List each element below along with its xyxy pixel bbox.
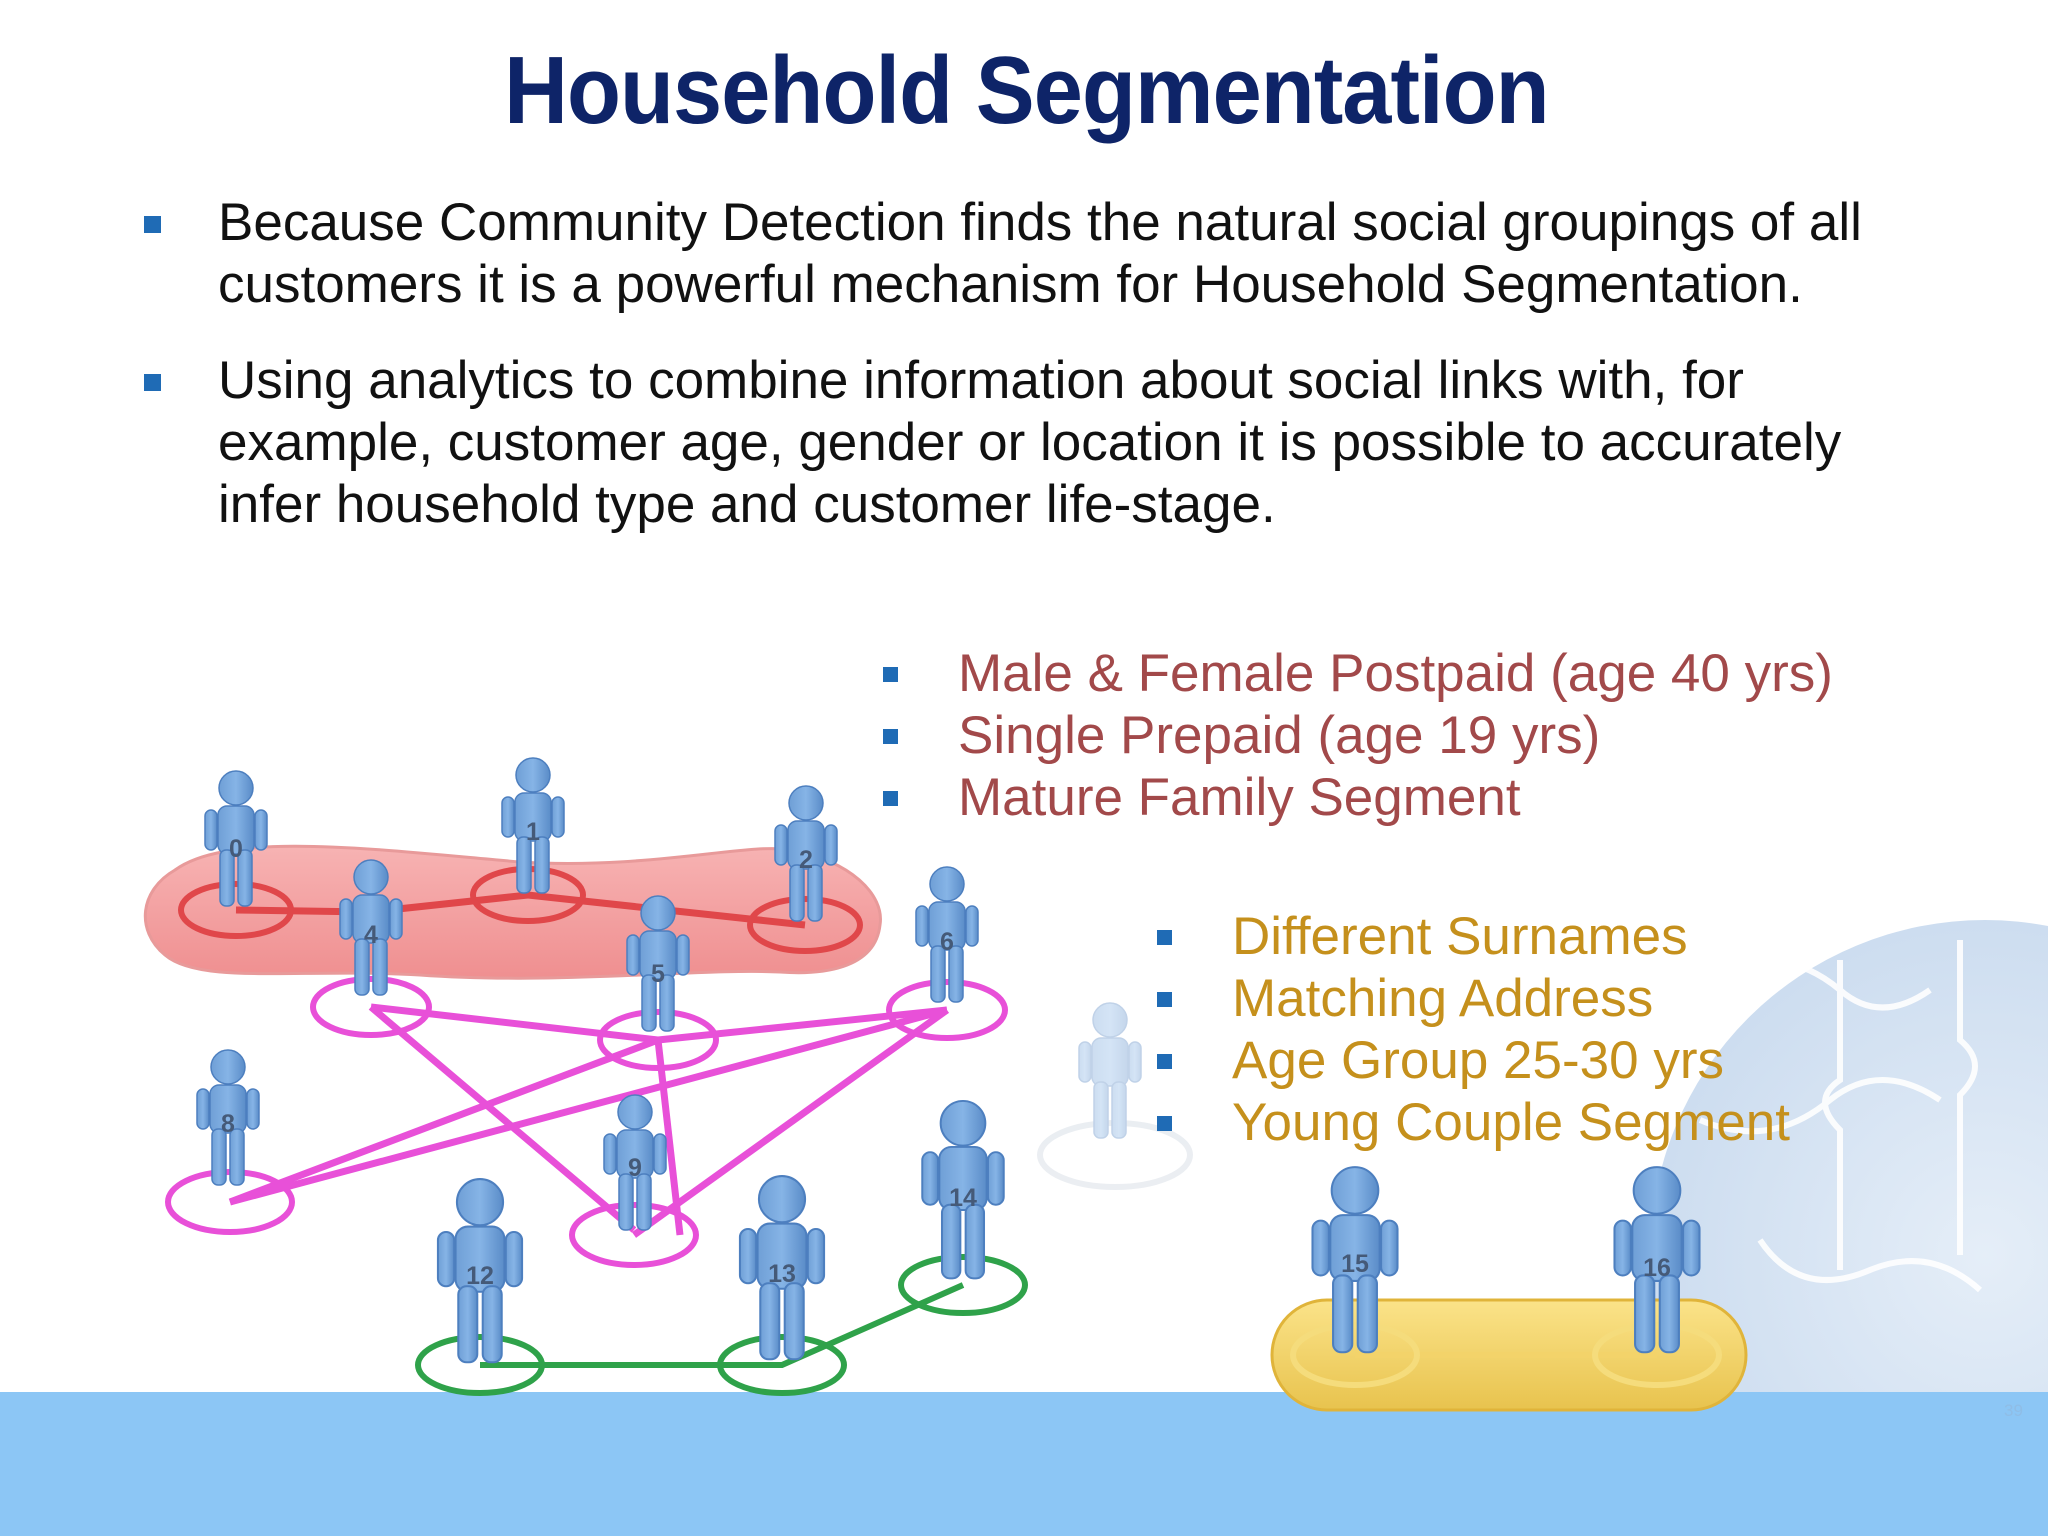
bullet-square-icon bbox=[883, 729, 898, 744]
bullet-square-icon bbox=[1157, 992, 1172, 1007]
person-label: 16 bbox=[1643, 1254, 1671, 1282]
person-label: 9 bbox=[628, 1154, 642, 1182]
segment-text: Male & Female Postpaid (age 40 yrs) bbox=[958, 644, 1833, 703]
red-segment-item: Single Prepaid (age 19 yrs) bbox=[883, 705, 1833, 767]
person-label: 0 bbox=[229, 835, 243, 863]
person-5: 5 bbox=[626, 895, 690, 1032]
bullet-square-icon bbox=[144, 374, 161, 391]
red-segment-list: Male & Female Postpaid (age 40 yrs) Sing… bbox=[883, 643, 1833, 829]
bullet-text: Using analytics to combine information a… bbox=[218, 351, 1842, 534]
person-8: 8 bbox=[196, 1049, 260, 1186]
puzzle-pattern-decoration bbox=[1698, 940, 1983, 1293]
green-node-rings bbox=[415, 1254, 1028, 1396]
segment-text: Different Surnames bbox=[1232, 907, 1688, 966]
person-6: 6 bbox=[915, 866, 979, 1003]
person-4: 4 bbox=[339, 859, 403, 996]
red-segment-item: Male & Female Postpaid (age 40 yrs) bbox=[883, 643, 1833, 705]
gold-segment-list: Different Surnames Matching Address Age … bbox=[1157, 906, 1790, 1154]
bullet-text: Because Community Detection finds the na… bbox=[218, 193, 1862, 314]
bullet-square-icon bbox=[1157, 930, 1172, 945]
bullet-square-icon bbox=[883, 791, 898, 806]
bullet-square-icon bbox=[144, 216, 161, 233]
gold-segment-item: Matching Address bbox=[1157, 968, 1790, 1030]
gold-segment-item: Age Group 25-30 yrs bbox=[1157, 1030, 1790, 1092]
slide-title: Household Segmentation bbox=[504, 37, 1549, 144]
page-number: 39 bbox=[2004, 1401, 2023, 1420]
red-segment-item: Mature Family Segment bbox=[883, 767, 1833, 829]
bullet-square-icon bbox=[1157, 1116, 1172, 1131]
person-2: 2 bbox=[774, 785, 838, 922]
globe-decoration bbox=[1650, 920, 2048, 1536]
faded-person-decoration bbox=[1037, 1002, 1193, 1190]
person-label: 4 bbox=[364, 921, 378, 949]
segment-text: Age Group 25-30 yrs bbox=[1232, 1031, 1724, 1090]
person-label: 15 bbox=[1341, 1250, 1369, 1278]
bullet-analytics: Using analytics to combine information a… bbox=[140, 350, 1940, 536]
gold-node-rings bbox=[1290, 1322, 1722, 1388]
green-community-links bbox=[480, 1282, 965, 1368]
person-label: 12 bbox=[466, 1262, 494, 1290]
bullet-community-detection: Because Community Detection finds the na… bbox=[140, 192, 1940, 316]
segment-text: Matching Address bbox=[1232, 969, 1654, 1028]
person-label: 13 bbox=[768, 1260, 796, 1288]
magenta-community-links bbox=[228, 1003, 950, 1238]
person-0: 0 bbox=[204, 770, 268, 907]
main-bullet-list: Because Community Detection finds the na… bbox=[140, 192, 1940, 570]
person-14: 14 bbox=[921, 1099, 1005, 1280]
bullet-square-icon bbox=[883, 667, 898, 682]
segment-text: Mature Family Segment bbox=[958, 768, 1521, 827]
person-label: 2 bbox=[799, 846, 813, 874]
person-label: 14 bbox=[949, 1184, 977, 1212]
person-13: 13 bbox=[738, 1175, 826, 1361]
person-label: 1 bbox=[526, 818, 540, 846]
person-9: 9 bbox=[603, 1094, 667, 1231]
gold-segment-item: Young Couple Segment bbox=[1157, 1092, 1790, 1154]
person-12: 12 bbox=[436, 1178, 524, 1364]
segment-text: Single Prepaid (age 19 yrs) bbox=[958, 706, 1601, 765]
magenta-node-rings bbox=[165, 976, 1008, 1268]
person-15: 15 bbox=[1311, 1166, 1399, 1354]
gold-segment-item: Different Surnames bbox=[1157, 906, 1790, 968]
person-label: 8 bbox=[221, 1110, 235, 1138]
bullet-square-icon bbox=[1157, 1054, 1172, 1069]
footer-band bbox=[0, 1392, 2048, 1536]
person-label: 5 bbox=[651, 960, 665, 988]
person-1: 1 bbox=[501, 757, 565, 894]
segment-text: Young Couple Segment bbox=[1232, 1093, 1790, 1152]
person-label: 6 bbox=[940, 928, 954, 956]
person-16: 16 bbox=[1613, 1166, 1701, 1354]
